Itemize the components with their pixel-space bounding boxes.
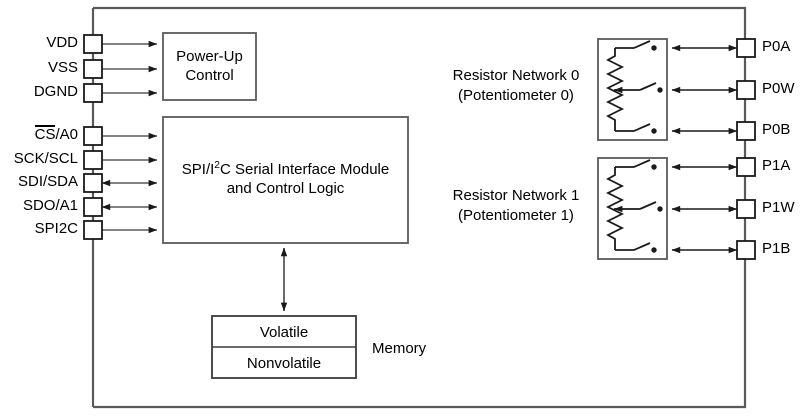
pin-label-vss: VSS [47, 59, 78, 76]
power-up-control-block [162, 32, 257, 101]
cs-overline-text: CS [34, 125, 56, 143]
pin-label-p0a: P0A [762, 38, 791, 55]
memory-volatile-label: Volatile [259, 324, 309, 341]
pin-label-p0w: P0W [762, 80, 795, 97]
cs-suffix-text: /A0 [55, 126, 78, 143]
pin-label-cs-a0: CS/A0 [0, 125, 78, 143]
right-pin-wires [671, 44, 738, 254]
left-pin-pads [83, 34, 103, 240]
resistor-network-1-line1: Resistor Network 1 [452, 187, 580, 204]
serial-interface-label: SPI/I2C Serial Interface Module and Cont… [163, 160, 408, 198]
pin-label-p1a: P1A [762, 157, 791, 174]
serial-interface-line1: SPI/I2C Serial Interface Module [163, 160, 408, 179]
pin-label-p1w: P1W [762, 199, 795, 216]
pin-label-p1b: P1B [762, 240, 791, 257]
resistor-network-1-graphic [597, 157, 668, 260]
right-pin-pads [736, 38, 756, 260]
resistor-network-0-line1: Resistor Network 0 [452, 67, 580, 84]
resistor-network-0-line2: (Potentiometer 0) [458, 87, 574, 104]
resistor-network-0-graphic [597, 38, 668, 141]
serial-interface-block [162, 116, 409, 244]
pin-label-p0b: P0B [762, 121, 791, 138]
serial-interface-suffix: C Serial Interface Module [219, 161, 390, 178]
pin-label-vdd: VDD [46, 34, 78, 51]
resistor-network-1-label: Resistor Network 1 (Potentiometer 1) [440, 186, 592, 226]
pin-label-dgnd: DGND [33, 83, 78, 100]
memory-nonvolatile-label: Nonvolatile [246, 355, 322, 372]
resistor-network-1-line2: (Potentiometer 1) [458, 207, 574, 224]
power-up-control-line2: Control [185, 67, 234, 84]
resistor-network-0-label: Resistor Network 0 (Potentiometer 0) [440, 66, 592, 106]
memory-group-label: Memory [372, 340, 427, 357]
serial-interface-line2: and Control Logic [226, 180, 345, 197]
pin-label-sdo-a1: SDO/A1 [22, 197, 78, 214]
pin-label-sdi-sda: SDI/SDA [17, 173, 78, 190]
left-pin-wires [101, 40, 158, 234]
pin-label-sck-scl: SCK/SCL [13, 150, 78, 167]
memory-block [211, 315, 357, 379]
power-up-control-line1: Power-Up [176, 48, 243, 65]
serial-interface-superscript: 2 [214, 160, 220, 171]
power-up-control-label: Power-Up Control [163, 47, 256, 85]
pin-label-spi2c: SPI2C [34, 220, 78, 237]
serial-interface-prefix: SPI/I [181, 161, 215, 178]
